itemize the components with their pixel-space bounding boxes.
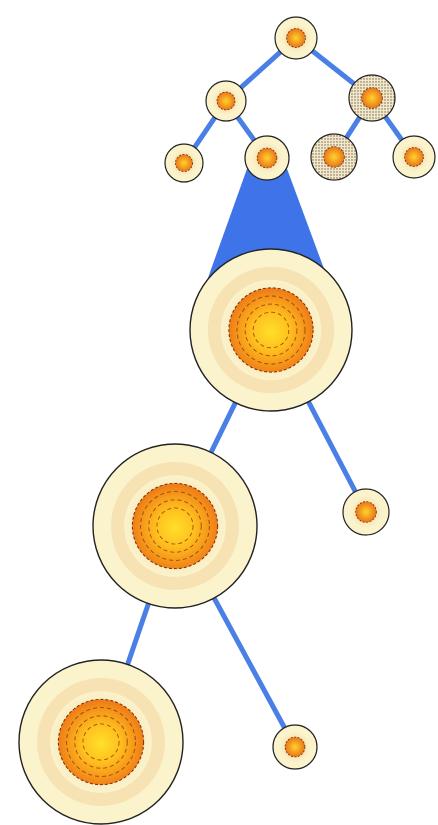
tree-node-n-right-right[interactable] (393, 136, 435, 178)
node-core (229, 288, 313, 372)
tree-node-big-c[interactable] (19, 660, 183, 824)
tree-node-n-left-left[interactable] (165, 144, 203, 182)
node-core (362, 88, 383, 109)
node-core (257, 148, 277, 168)
node-core (324, 147, 345, 168)
node-core (405, 148, 424, 167)
node-core (58, 699, 143, 784)
tree-node-n-left-right[interactable] (245, 136, 289, 180)
node-core (285, 737, 305, 757)
node-core (132, 483, 217, 568)
tree-node-n-right-hatched[interactable] (349, 75, 395, 121)
node-core (287, 29, 306, 48)
tree-node-big-a[interactable] (190, 249, 352, 411)
tree-node-big-a-right[interactable] (343, 489, 389, 535)
tree-node-big-b[interactable] (93, 444, 257, 608)
tree-node-n-left[interactable] (206, 81, 246, 121)
node-core (356, 502, 377, 523)
node-core (175, 154, 192, 171)
node-core (217, 92, 235, 110)
tree-node-n-top[interactable] (275, 17, 317, 59)
tree-node-big-b-right[interactable] (273, 725, 317, 769)
tree-node-n-right-left-hatched[interactable] (311, 134, 357, 180)
